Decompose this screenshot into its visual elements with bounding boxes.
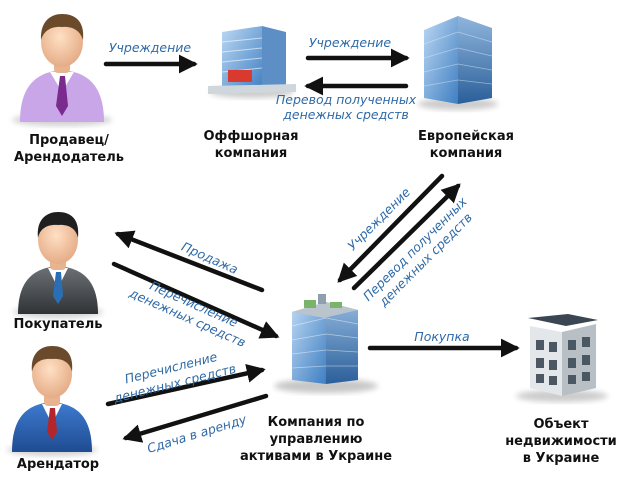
tenant-person-icon xyxy=(7,346,97,456)
offshore-building-icon xyxy=(208,26,296,98)
european-label: Европейская компания xyxy=(418,129,514,161)
arrow-buyer-ukraine xyxy=(111,261,280,339)
european-building-icon xyxy=(418,16,498,110)
ukraine-company-building-icon xyxy=(274,294,378,393)
svg-text:денежных средств: денежных средств xyxy=(375,210,475,310)
arrow-european-ukraine xyxy=(337,173,445,283)
edge-label-tenant-ukraine: Перечисление денежных средств xyxy=(111,349,237,406)
seller-label: Продавец/ Арендодатель xyxy=(14,133,124,165)
svg-text:денежных средств: денежных средств xyxy=(282,107,409,122)
edge-label-buyer-ukraine: Перечисление денежных средств xyxy=(126,278,248,350)
arrow-ukraine-buyer xyxy=(114,230,265,293)
property-house-icon xyxy=(516,314,608,402)
buyer-person-icon xyxy=(13,212,103,318)
ukraine-company-label: Компания по управлению активами в Украин… xyxy=(239,415,393,464)
svg-text:Перевод полученных: Перевод полученных xyxy=(276,92,417,107)
edge-label-seller-offshore: Учреждение xyxy=(109,40,192,55)
arrow-tenant-ukraine xyxy=(105,364,266,407)
property-label: Объект недвижимости в Украине xyxy=(505,417,617,466)
seller-person-icon xyxy=(12,14,112,126)
edge-label-offshore-european: Учреждение xyxy=(309,35,392,50)
buyer-label: Покупатель xyxy=(13,317,103,332)
edge-label-ukraine-property: Покупка xyxy=(414,329,469,344)
tenant-label: Арендатор xyxy=(16,457,100,472)
offshore-label: Оффшорная компания xyxy=(203,129,299,161)
arrow-ukraine-tenant xyxy=(122,393,269,443)
arrow-ukraine-european xyxy=(351,183,461,291)
edge-label-european-offshore: Перевод полученных денежных средств xyxy=(276,92,417,122)
